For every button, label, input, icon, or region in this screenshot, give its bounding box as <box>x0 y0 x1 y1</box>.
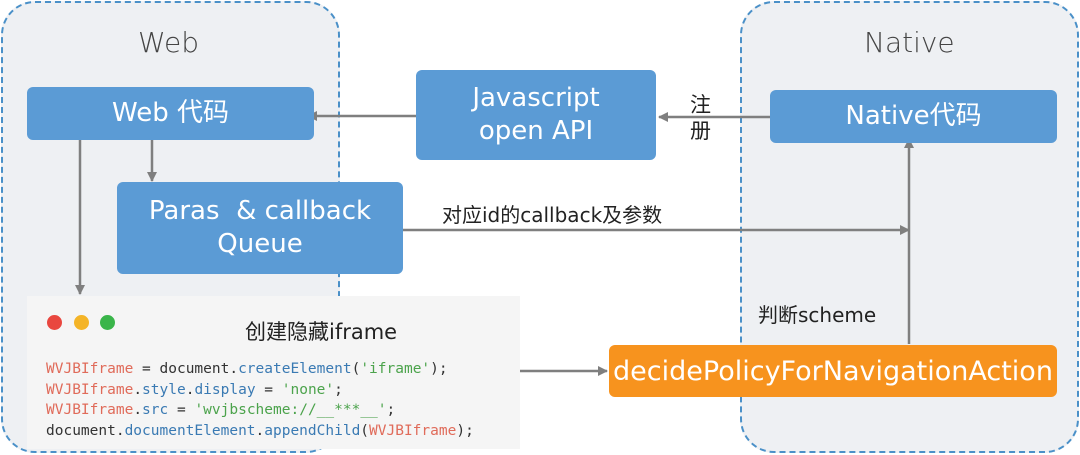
code-token: 'none' <box>281 382 335 398</box>
code-line: WVJBIframe = document.createElement('ifr… <box>46 361 448 377</box>
code-token: createElement <box>238 361 352 377</box>
web-code-label: Web 代码 <box>112 98 229 128</box>
code-line: WVJBIframe.style.display = 'none'; <box>46 382 343 398</box>
code-line: WVJBIframe.src = 'wvjbscheme://__***__'; <box>46 402 395 418</box>
code-token: = <box>255 382 282 398</box>
iframe-code-card: 创建隐藏iframe WVJBIframe = document.createE… <box>27 296 520 449</box>
params-callback-queue-box: Paras & callback Queue <box>117 182 403 274</box>
code-token: ; <box>386 402 396 418</box>
code-token: . <box>133 382 143 398</box>
register-char-2: 册 <box>690 119 711 143</box>
code-token: = document. <box>133 361 239 377</box>
code-token: WVJBIframe <box>46 361 134 377</box>
code-token: documentElement <box>124 423 256 439</box>
code-token: style <box>142 382 186 398</box>
callback-params-label: 对应id的callback及参数 <box>442 203 663 227</box>
code-token: document. <box>46 423 125 439</box>
code-token: . <box>133 402 143 418</box>
judge-scheme-label: 判断scheme <box>758 303 877 327</box>
window-dot-yellow <box>74 315 89 330</box>
window-dot-red <box>47 315 62 330</box>
code-card-title: 创建隐藏iframe <box>245 320 398 344</box>
decide-policy-label: decidePolicyForNavigationAction <box>613 355 1053 387</box>
register-char-1: 注 <box>690 93 711 117</box>
code-token: ; <box>334 382 343 398</box>
native-region-title: Native <box>864 26 955 59</box>
js-api-line-1: Javascript <box>472 83 600 113</box>
code-token: WVJBIframe <box>369 423 457 439</box>
code-token: src <box>142 402 169 418</box>
web-code-box: Web 代码 <box>27 87 314 140</box>
window-dot-green <box>100 315 115 330</box>
register-label: 注 册 <box>690 92 711 144</box>
decide-policy-box: decidePolicyForNavigationAction <box>609 345 1057 397</box>
code-token: appendChild <box>264 423 361 439</box>
native-code-label: Native代码 <box>845 101 982 131</box>
native-code-box: Native代码 <box>770 90 1057 143</box>
queue-line-1: Paras & callback <box>148 196 372 226</box>
js-api-line-2: open API <box>478 116 594 146</box>
code-line: document.documentElement.appendChild(WVJ… <box>46 423 474 439</box>
code-token: 'iframe' <box>360 361 431 377</box>
code-token: 'wvjbscheme://__***__' <box>194 402 387 418</box>
code-token: ); <box>430 361 448 377</box>
code-token: WVJBIframe <box>46 402 134 418</box>
web-region-title: Web <box>138 26 200 59</box>
code-token: = <box>168 402 195 418</box>
code-token: . <box>255 423 265 439</box>
code-token: . <box>185 382 195 398</box>
code-token: display <box>194 382 256 398</box>
code-token: ( <box>360 423 370 439</box>
code-token: ( <box>351 361 361 377</box>
code-token: ); <box>456 423 474 439</box>
code-token: WVJBIframe <box>46 382 134 398</box>
js-open-api-box: Javascript open API <box>416 70 656 160</box>
queue-line-2: Queue <box>217 229 303 259</box>
